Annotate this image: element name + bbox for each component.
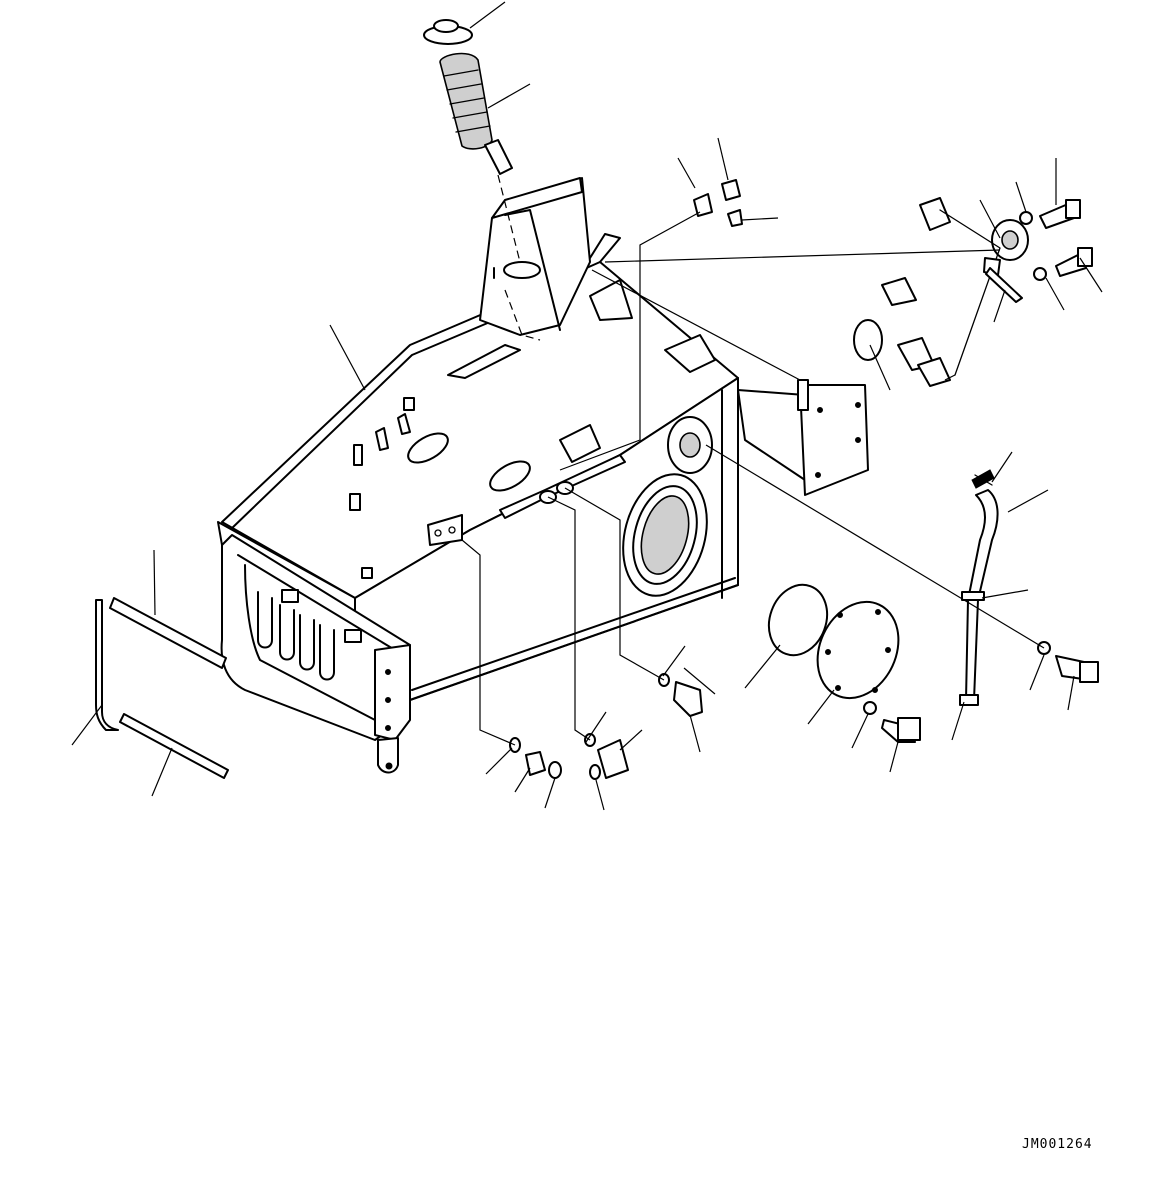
gauge-port — [667, 416, 713, 474]
top-elbow — [693, 179, 743, 227]
port-cover — [816, 600, 900, 700]
right-bolts — [1019, 199, 1099, 683]
door-seals — [95, 597, 229, 779]
drawing-id-label: JM001264 — [1022, 1137, 1093, 1152]
frame-body — [217, 233, 869, 701]
end-wall — [220, 534, 411, 774]
gasket — [767, 583, 829, 657]
filler-neck — [479, 177, 591, 341]
front-port — [622, 473, 708, 597]
lower-fittings — [509, 673, 703, 780]
leader-lines — [71, 1, 1103, 811]
cover-washer-bolt — [863, 701, 921, 743]
filler-cap — [423, 19, 473, 45]
breather-hose — [959, 469, 999, 706]
strainer — [439, 52, 521, 263]
level-gauge — [853, 197, 1029, 387]
phantom-lines — [461, 211, 1045, 746]
